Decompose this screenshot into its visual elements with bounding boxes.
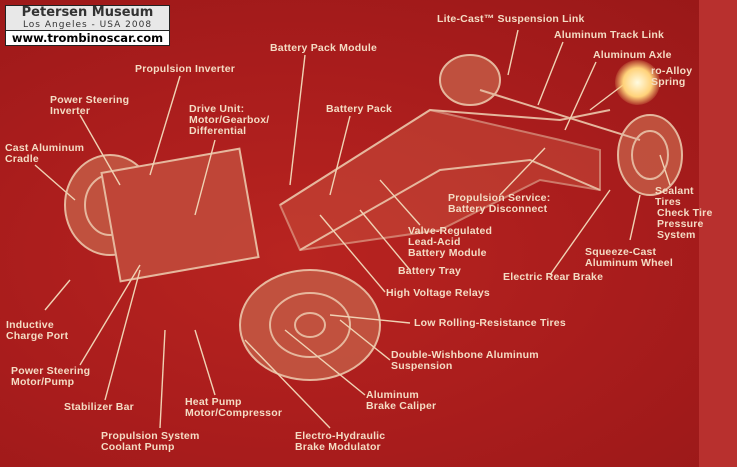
photo-edge — [699, 0, 737, 467]
light-glare — [615, 60, 660, 105]
label-power-steering-motor: Power Steering Motor/Pump — [11, 365, 91, 388]
label-alloy-spring: ro-Alloy Spring — [651, 65, 693, 88]
watermark-url: www.trombinoscar.com — [6, 30, 169, 45]
leader-lines — [34, 29, 671, 429]
label-drive-unit: Drive Unit: Motor/Gearbox/ Differential — [189, 103, 270, 137]
watermark-title: Petersen Museum — [21, 5, 154, 20]
label-high-voltage-relays: High Voltage Relays — [386, 287, 490, 299]
watermark-subtitle: Los Angeles - USA 2008 — [22, 20, 153, 30]
label-stabilizer-bar: Stabilizer Bar — [64, 401, 134, 413]
label-check-tire-pressure: Check Tire Pressure System — [657, 207, 713, 241]
label-brake-modulator: Electro-Hydraulic Brake Modulator — [295, 430, 386, 453]
watermark: Petersen Museum Los Angeles - USA 2008 w… — [5, 5, 170, 46]
label-electric-rear-brake: Electric Rear Brake — [503, 271, 604, 283]
label-coolant-pump: Propulsion System Coolant Pump — [101, 430, 200, 453]
label-squeeze-cast-wheel: Squeeze-Cast Aluminum Wheel — [585, 246, 673, 269]
label-brake-caliper: Aluminum Brake Caliper — [366, 389, 437, 412]
label-aluminum-axle: Aluminum Axle — [593, 49, 672, 61]
label-sealant-tires: Sealant Tires — [655, 185, 694, 208]
label-inductive-charge-port: Inductive Charge Port — [6, 319, 69, 342]
label-battery-pack-module: Battery Pack Module — [270, 42, 378, 54]
label-battery-tray: Battery Tray — [398, 265, 462, 277]
battery-tunnel — [278, 108, 611, 252]
label-vrla-battery-module: Valve-Regulated Lead-Acid Battery Module — [408, 225, 493, 259]
label-power-steering-inverter: Power Steering Inverter — [50, 94, 130, 117]
label-low-rolling-tires: Low Rolling-Resistance Tires — [414, 317, 566, 329]
label-battery-pack: Battery Pack — [326, 103, 393, 115]
label-heat-pump: Heat Pump Motor/Compressor — [185, 396, 283, 419]
rear-left-wheel — [439, 54, 501, 106]
label-aluminum-track-link: Aluminum Track Link — [554, 29, 664, 41]
front-right-wheel — [239, 269, 381, 381]
label-propulsion-service: Propulsion Service: Battery Disconnect — [448, 192, 551, 215]
motor-block — [100, 147, 260, 283]
rear-right-wheel — [617, 114, 683, 196]
label-cast-aluminum-cradle: Cast Aluminum Cradle — [5, 142, 85, 165]
label-propulsion-inverter: Propulsion Inverter — [135, 63, 236, 75]
rear-axle — [479, 89, 641, 141]
label-lite-cast-suspension-link: Lite-Cast™ Suspension Link — [437, 13, 585, 25]
label-double-wishbone: Double-Wishbone Aluminum Suspension — [391, 349, 539, 372]
